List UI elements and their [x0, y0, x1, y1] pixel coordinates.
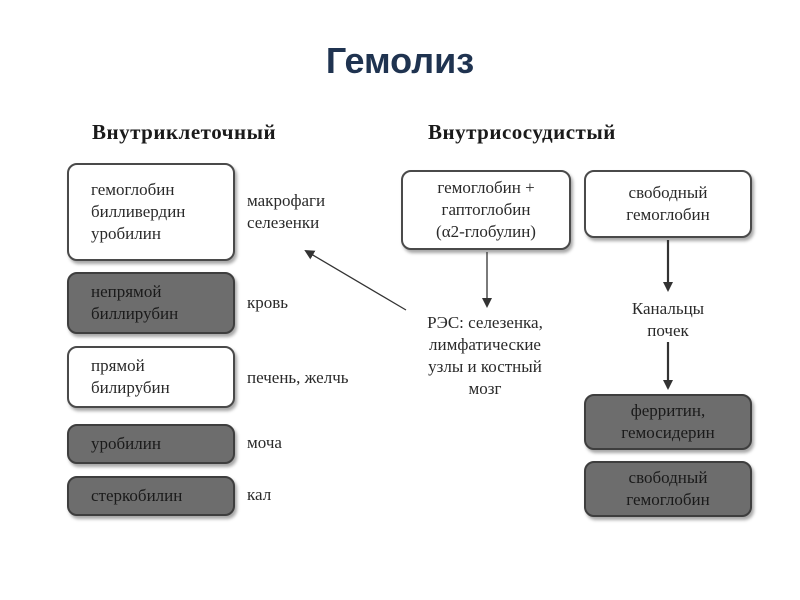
- box-stercobilin: стеркобилин: [67, 476, 235, 516]
- box-ferritin-hemosiderin: ферритин, гемосидерин: [584, 394, 752, 450]
- label-urine: моча: [247, 433, 282, 452]
- box-hemoglobin-haptoglobin: гемоглобин + гаптоглобин (α2-глобулин): [401, 170, 571, 250]
- box-indirect-bilirubin: непрямой биллирубин: [67, 272, 235, 334]
- label-blood: кровь: [247, 293, 289, 312]
- box-free-hemoglobin-top: свободный гемоглобин: [584, 170, 752, 238]
- label-res: РЭС: селезенка, лимфатические узлы и кос…: [427, 313, 543, 398]
- heading-intracellular: Внутриклеточный: [92, 120, 277, 144]
- box-hemoglobin-biliverdin-urobilin: гемоглобин билливердин уробилин: [67, 163, 235, 261]
- box-free-hemoglobin-bottom: свободный гемоглобин: [584, 461, 752, 517]
- box-urobilin: уробилин: [67, 424, 235, 464]
- label-spleen-macrophages: макрофаги селезенки: [247, 191, 326, 232]
- page-title: Гемолиз: [325, 40, 475, 81]
- label-kidney-tubules: Канальцы почек: [631, 299, 705, 340]
- box-direct-bilirubin: прямой билирубин: [67, 346, 235, 408]
- label-feces: кал: [247, 485, 272, 504]
- label-liver-bile: печень, желчь: [247, 368, 349, 387]
- arrow-res-to-macrophages: [304, 249, 407, 311]
- heading-intravascular: Внутрисосудистый: [428, 120, 616, 144]
